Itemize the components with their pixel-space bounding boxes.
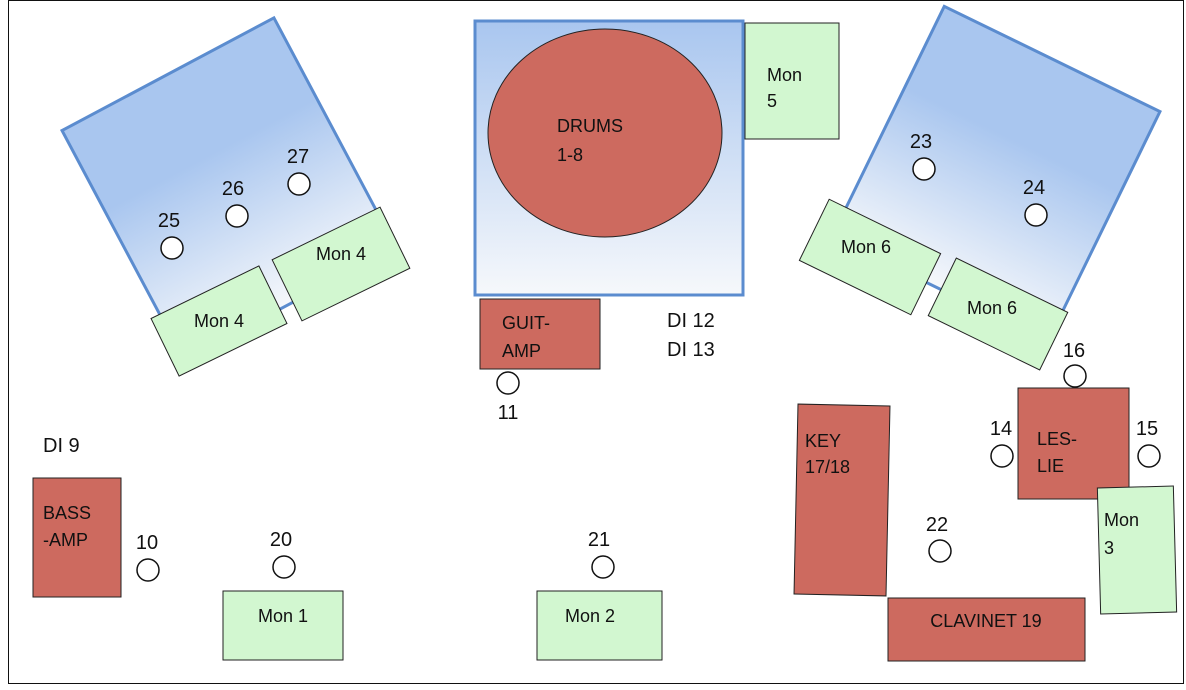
guitar-amp-label-2: AMP: [502, 341, 541, 361]
di-13-label: DI 13: [667, 339, 715, 361]
input-11: 11: [496, 371, 520, 424]
input-27: 27: [287, 146, 311, 196]
input-25-label: 25: [158, 210, 180, 232]
bass-amp-label-2: -AMP: [43, 530, 88, 550]
bass-amp-label-1: BASS: [43, 503, 91, 523]
monitor-6-a: Mon 6: [798, 198, 942, 316]
monitor-4-a-label: Mon 4: [194, 311, 244, 331]
keyboard-amp: [793, 403, 891, 597]
clavinet-label: CLAVINET 19: [930, 611, 1041, 631]
input-26-label: 26: [222, 178, 244, 200]
leslie-cabinet: [1017, 387, 1130, 500]
monitor-6-b-label: Mon 6: [967, 298, 1017, 318]
input-21: 21: [588, 529, 615, 579]
monitor-5: [744, 22, 840, 140]
input-25: 25: [158, 210, 184, 260]
monitor-3-number: 3: [1104, 538, 1114, 558]
monitor-6-b: Mon 6: [927, 257, 1069, 371]
input-20-label: 20: [270, 529, 292, 551]
input-16: 16: [1063, 340, 1087, 388]
monitor-3-label: Mon: [1104, 510, 1139, 530]
input-22: 22: [926, 514, 952, 563]
input-11-label: 11: [498, 402, 519, 424]
monitor-4-b: Mon 4: [271, 206, 411, 322]
keyboard-label-2: 17/18: [805, 457, 850, 477]
input-21-label: 21: [588, 529, 610, 551]
stage-plot-canvas: DRUMS 1-8 Mon 5 Mon 4 Mon 4 Mon 6 Mon 6 …: [32, 4, 1178, 662]
input-20: 20: [270, 529, 296, 579]
input-15-label: 15: [1136, 418, 1158, 440]
keyboard-label-1: KEY: [805, 431, 841, 451]
monitor-4-b-label: Mon 4: [316, 244, 366, 264]
input-14-label: 14: [990, 418, 1012, 440]
input-23-label: 23: [910, 131, 932, 153]
drums-kit: [487, 28, 723, 238]
monitor-5-number: 5: [767, 91, 777, 111]
guitar-amp-label-1: GUIT-: [502, 313, 550, 333]
input-14: 14: [990, 418, 1014, 468]
input-16-label: 16: [1063, 340, 1085, 362]
guitar-amp: [479, 298, 601, 370]
monitor-2-label: Mon 2: [565, 606, 615, 626]
monitor-1-label: Mon 1: [258, 606, 308, 626]
monitor-1: [222, 590, 344, 661]
input-10-label: 10: [136, 532, 158, 554]
clavinet-amp: [887, 597, 1086, 662]
monitor-2: [536, 590, 663, 661]
drums-label: DRUMS: [557, 116, 623, 136]
input-23: 23: [910, 131, 936, 181]
leslie-label-1: LES-: [1037, 429, 1077, 449]
input-22-label: 22: [926, 514, 948, 536]
input-10: 10: [136, 532, 160, 582]
monitor-5-label: Mon: [767, 65, 802, 85]
di-12-label: DI 12: [667, 310, 715, 332]
drums-channels: 1-8: [557, 145, 583, 165]
leslie-label-2: LIE: [1037, 456, 1064, 476]
input-26: 26: [222, 178, 249, 228]
input-24-label: 24: [1023, 177, 1045, 199]
input-24: 24: [1023, 177, 1048, 227]
monitor-3: [1096, 485, 1178, 615]
monitor-6-a-label: Mon 6: [841, 237, 891, 257]
input-15: 15: [1136, 418, 1161, 468]
stage-plot-frame: DRUMS 1-8 Mon 5 Mon 4 Mon 4 Mon 6 Mon 6 …: [8, 0, 1184, 684]
di-9-label: DI 9: [43, 435, 80, 457]
input-27-label: 27: [287, 146, 309, 168]
bass-amp: [32, 477, 122, 598]
monitor-4-a: Mon 4: [150, 265, 288, 377]
